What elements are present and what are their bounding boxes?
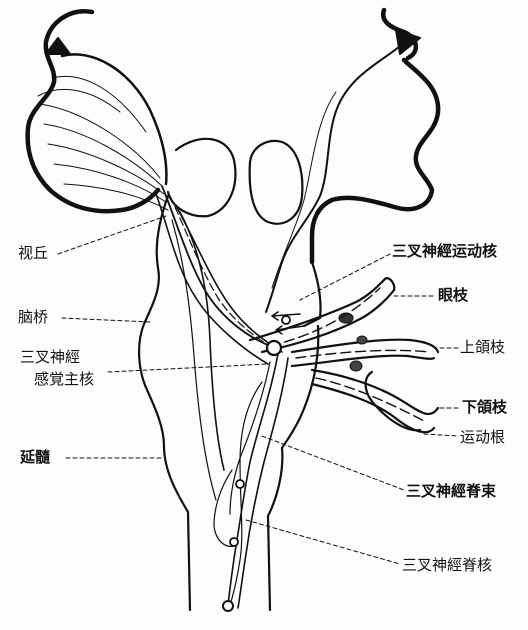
leader-main-sensory xyxy=(108,364,268,372)
motor-nucleus-circle xyxy=(282,316,290,324)
middle-lobe-outline xyxy=(250,141,303,224)
motor-root-tube xyxy=(366,372,420,430)
right-cortex-inner-2 xyxy=(272,92,336,288)
main-sensory-nucleus-circle xyxy=(267,341,281,355)
label-maxillary-branch: 上頜枝 xyxy=(460,338,505,356)
spinal-nucleus-circle-3 xyxy=(223,601,233,611)
label-main-sensory-line1: 三叉神經 xyxy=(20,348,80,366)
brainstem-left-outline xyxy=(139,196,190,610)
spinal-tract-line-3 xyxy=(230,362,270,514)
label-spinal-tract: 三叉神經脊束 xyxy=(406,482,496,500)
left-cortex-outline xyxy=(28,11,158,211)
label-thalamus: 视丘 xyxy=(18,244,48,262)
spinal-nucleus-circle-1 xyxy=(236,480,244,488)
leader-pons xyxy=(62,318,150,322)
brainstem-lower-right xyxy=(282,326,318,448)
label-motor-nucleus: 三叉神經运动核 xyxy=(392,242,497,260)
leader-thalamus xyxy=(58,216,166,254)
label-mandibular-branch: 下頜枝 xyxy=(462,398,507,416)
label-pons: 脑桥 xyxy=(18,308,48,326)
left-cortex-arrowhead xyxy=(46,38,70,54)
ophthalmic-tip xyxy=(384,278,394,290)
label-medulla: 延髓 xyxy=(20,448,50,466)
spinal-tract-line-1 xyxy=(228,354,278,604)
label-spinal-nucleus: 三叉神經脊核 xyxy=(402,556,492,574)
label-main-sensory-line2: 感覚主核 xyxy=(34,370,94,388)
ganglion-spot-2 xyxy=(357,336,367,344)
left-thalamus-outline xyxy=(168,139,235,216)
mandibular-branch-tube xyxy=(312,370,438,432)
ganglion-spot-3 xyxy=(350,361,362,371)
ascending-fiber-2 xyxy=(170,196,276,350)
spinal-nucleus-circle-2 xyxy=(230,538,238,546)
fiber-fan xyxy=(38,76,168,210)
right-cortex-inner xyxy=(266,46,400,312)
label-motor-root: 运动根 xyxy=(460,428,505,446)
label-ophthalmic-branch: 眼枝 xyxy=(438,286,468,304)
spinal-inner-loop xyxy=(214,470,234,546)
leader-motor-root xyxy=(424,434,458,436)
